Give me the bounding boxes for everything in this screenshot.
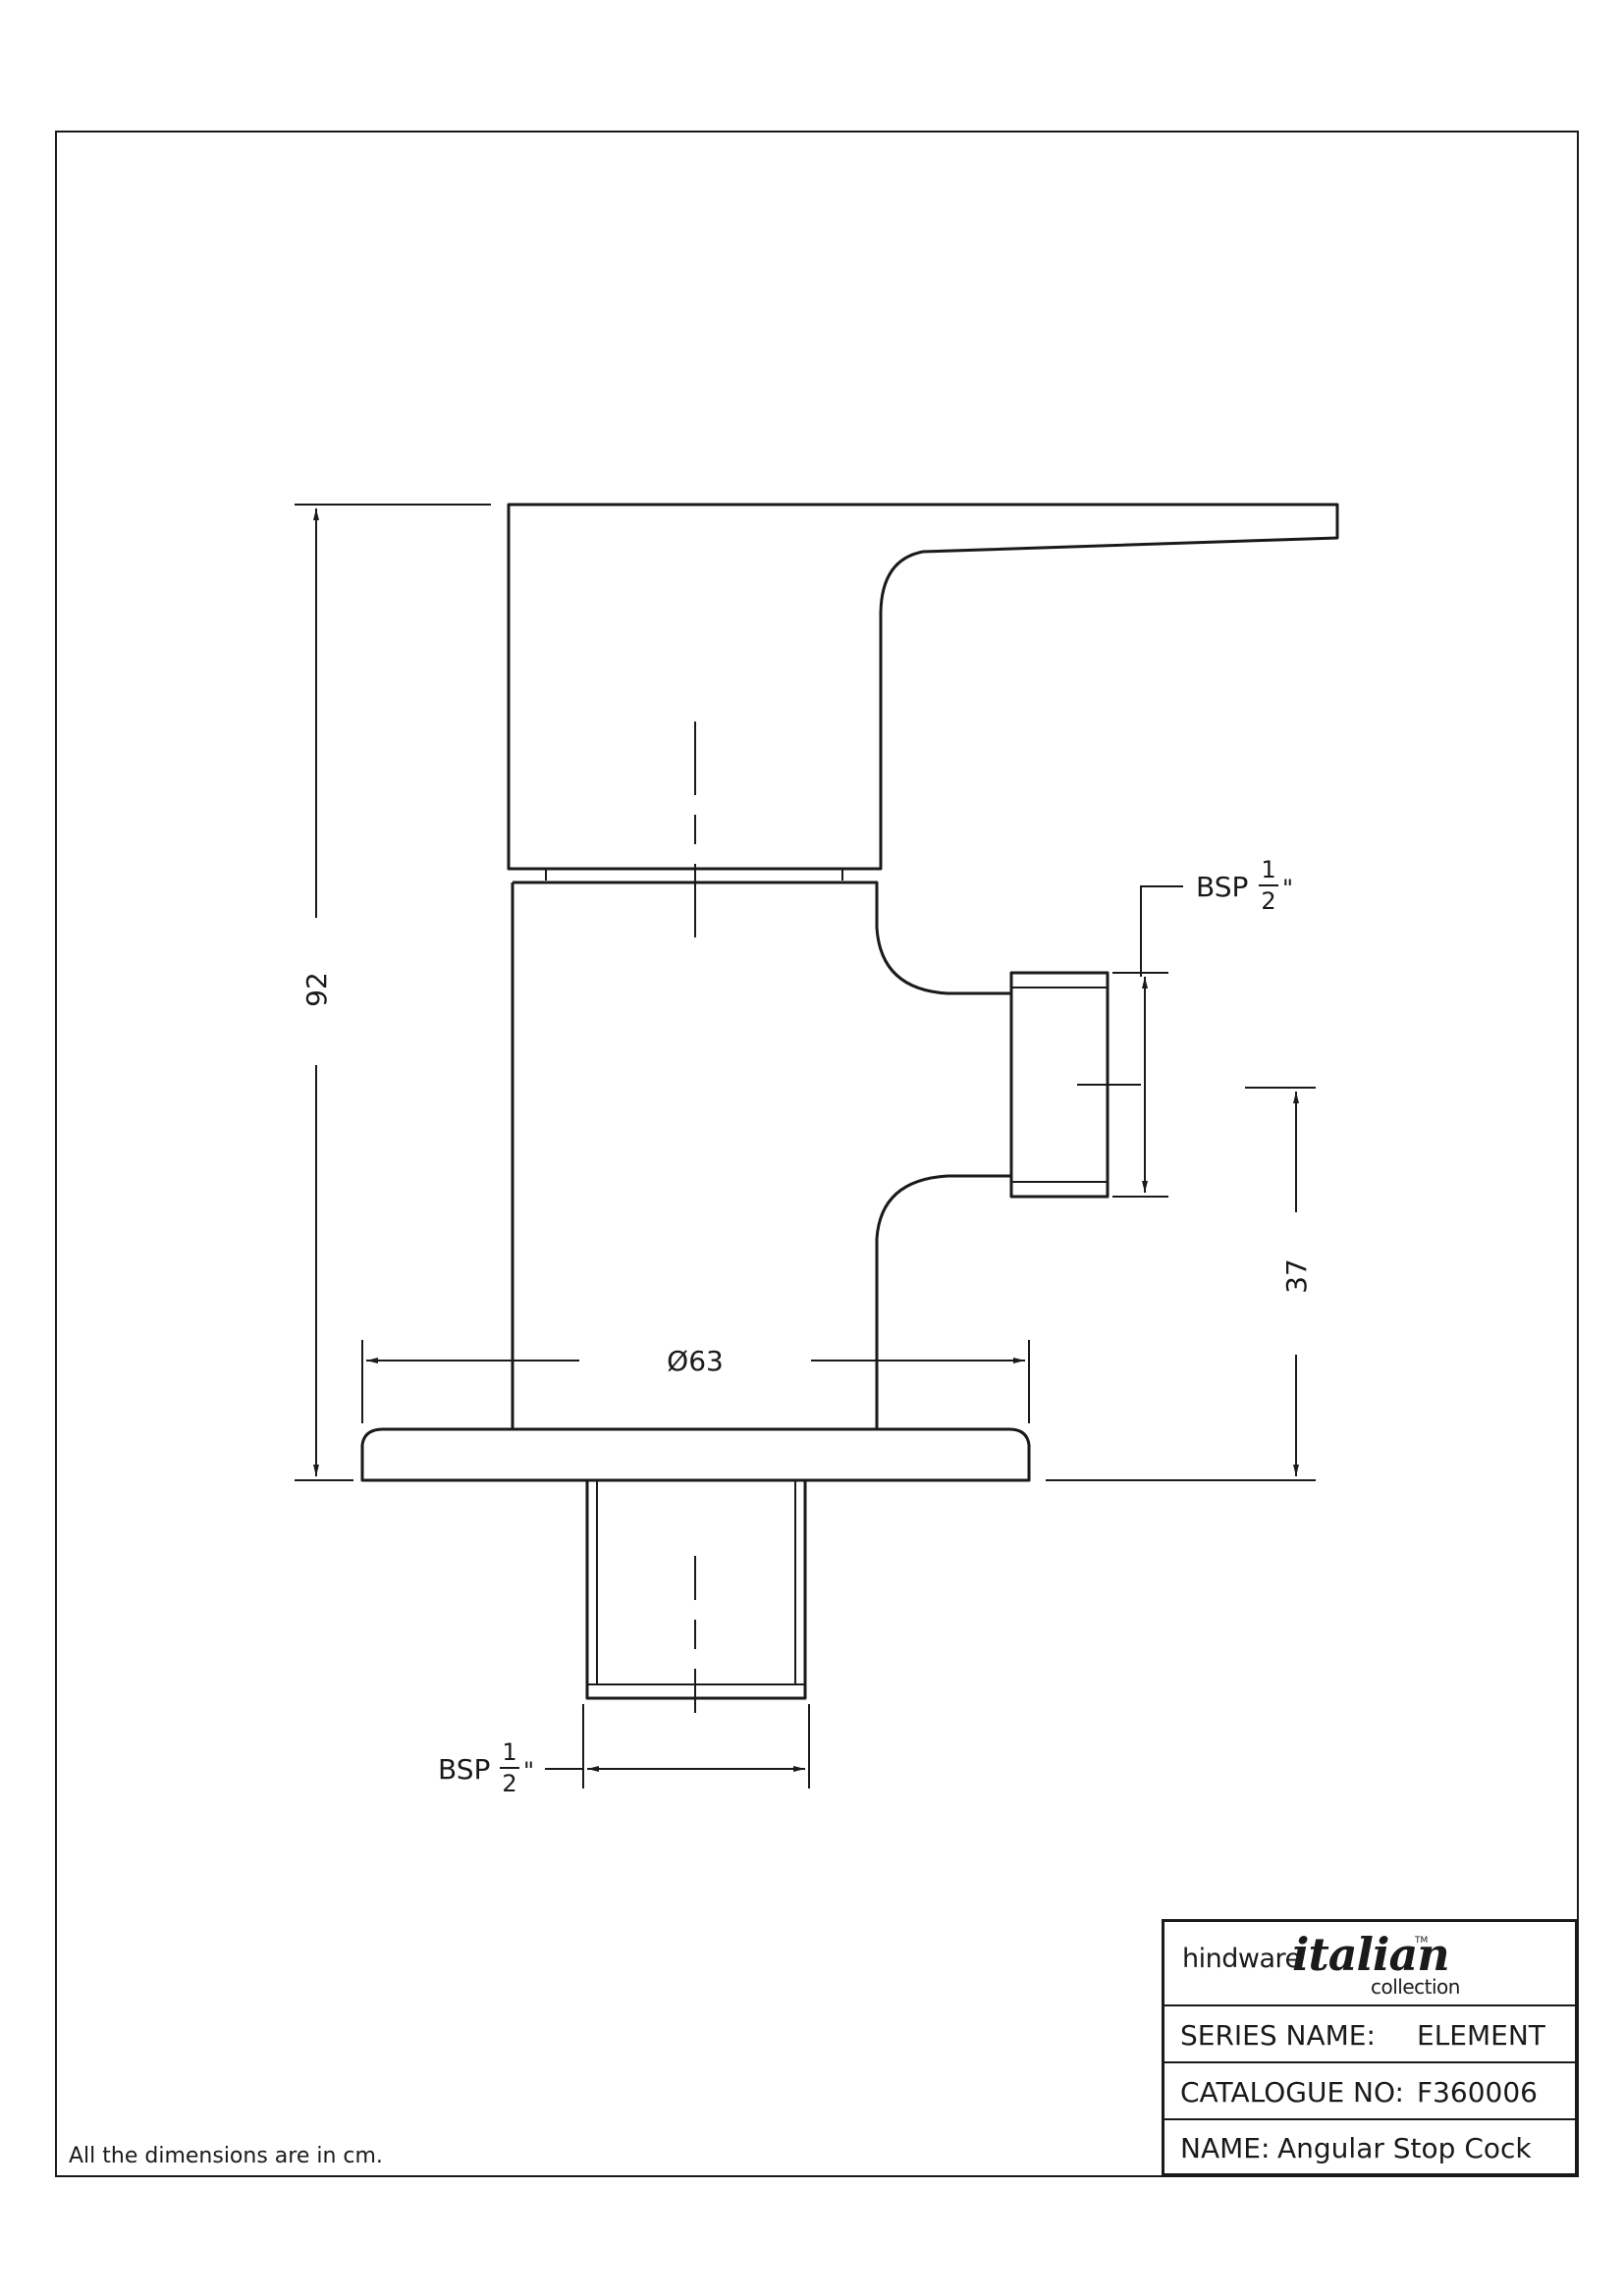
name-value: Angular Stop Cock — [1277, 2131, 1532, 2164]
svg-text:BSP: BSP — [438, 1753, 490, 1786]
name-label: NAME: — [1180, 2131, 1271, 2164]
sheet-border — [55, 131, 1579, 2177]
dim-outlet-height-label: 37 — [1280, 1258, 1313, 1294]
logo-tm: TM — [1415, 1936, 1429, 1946]
dim-height-label: 92 — [300, 972, 333, 1007]
faucet-body — [360, 503, 1339, 1700]
dimension-lines — [295, 504, 1316, 1789]
name-row: NAME: Angular Stop Cock — [1164, 2118, 1575, 2175]
svg-text:": " — [523, 1757, 534, 1785]
main-body — [511, 881, 1011, 1429]
series-value: ELEMENT — [1417, 2018, 1545, 2052]
dim-diameter-label: Ø63 — [667, 1345, 724, 1377]
svg-text:2: 2 — [502, 1770, 516, 1797]
svg-text:1: 1 — [502, 1738, 516, 1766]
svg-text:1: 1 — [1261, 856, 1275, 883]
svg-text:": " — [1282, 875, 1293, 902]
logo-script: italian — [1292, 1928, 1450, 1981]
outlet-thread-label: BSP 1 2 " — [1196, 856, 1293, 915]
logo-brand: hindware — [1182, 1944, 1301, 1974]
lever-handle — [507, 503, 1339, 871]
centre-lines — [694, 721, 1141, 1713]
series-label: SERIES NAME: — [1180, 2018, 1376, 2052]
logo-sub: collection — [1371, 1975, 1460, 1999]
base-flange — [360, 1427, 1031, 1482]
catalogue-value: F360006 — [1417, 2075, 1538, 2109]
title-block: hindware italian TM collection SERIES NA… — [1162, 1919, 1578, 2176]
catalogue-label: CATALOGUE NO: — [1180, 2075, 1404, 2109]
catalogue-row: CATALOGUE NO: F360006 — [1164, 2061, 1575, 2120]
inlet-thread-label: BSP 1 2 " — [438, 1738, 534, 1797]
series-row: SERIES NAME: ELEMENT — [1164, 2004, 1575, 2063]
units-note: All the dimensions are in cm. — [69, 2144, 383, 2168]
outlet-thread-chamfer — [1011, 987, 1108, 1183]
gap-plate — [545, 869, 843, 881]
brand-logo: hindware italian TM collection — [1164, 1922, 1575, 2004]
svg-text:BSP: BSP — [1196, 871, 1248, 903]
svg-text:2: 2 — [1261, 887, 1275, 915]
